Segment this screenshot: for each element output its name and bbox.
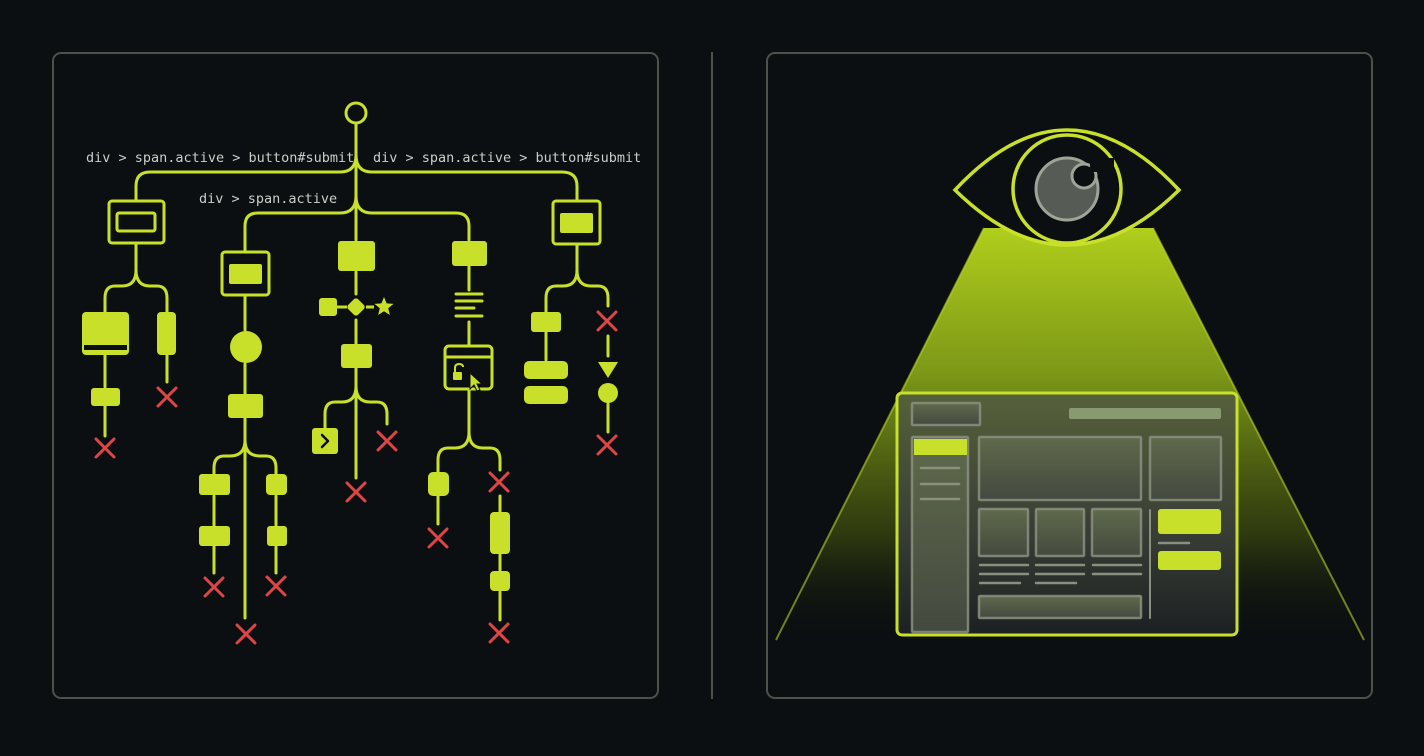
fail-x-icon bbox=[345, 481, 367, 503]
eye-icon bbox=[952, 128, 1182, 247]
selector-label: div > span.active bbox=[199, 191, 337, 207]
fail-x-icon bbox=[427, 527, 449, 549]
mock-tile bbox=[977, 507, 1030, 558]
fail-x-icon bbox=[265, 575, 287, 597]
mock-tile bbox=[1034, 507, 1086, 558]
rect-node-icon bbox=[228, 394, 263, 418]
fail-x-icon bbox=[376, 430, 398, 452]
selector-labels: div > span.active > button#submit div > … bbox=[82, 148, 641, 208]
right-panel-border bbox=[766, 52, 1373, 699]
mock-sidebar-active-item bbox=[914, 439, 967, 455]
mock-side-card bbox=[1148, 435, 1223, 502]
fail-x-icon bbox=[203, 576, 225, 598]
rect-node-icon bbox=[91, 388, 120, 406]
square-node-icon bbox=[319, 298, 337, 316]
text-lines-icon bbox=[454, 292, 484, 318]
mock-hero-card bbox=[977, 435, 1143, 502]
left-panel-border bbox=[52, 52, 659, 699]
mock-tile bbox=[1090, 507, 1143, 558]
mock-logo-box bbox=[910, 401, 982, 427]
mock-footer-bar bbox=[977, 594, 1143, 620]
mock-sidebar bbox=[910, 435, 970, 634]
triangle-node-icon bbox=[598, 362, 618, 378]
selector-label: div > span.active > button#submit bbox=[86, 150, 354, 166]
left-panel: div > span.active > button#submit div > … bbox=[52, 52, 659, 699]
fail-x-icon bbox=[156, 386, 178, 408]
mock-webpage bbox=[895, 391, 1239, 637]
locked-window-cursor-icon bbox=[443, 344, 494, 392]
pill-node-icon bbox=[157, 312, 176, 355]
circle-node-icon bbox=[230, 331, 262, 363]
fail-x-icon bbox=[596, 434, 618, 456]
fail-x-icon bbox=[235, 623, 257, 645]
circle-node-icon bbox=[598, 383, 618, 403]
chevron-button-icon bbox=[312, 428, 338, 454]
mock-search-bar bbox=[1069, 408, 1221, 419]
right-panel bbox=[766, 52, 1373, 699]
star-node-icon bbox=[374, 297, 394, 315]
tree-nodes bbox=[82, 199, 618, 591]
selector-tree bbox=[103, 101, 610, 622]
rect-node-icon bbox=[338, 241, 375, 271]
fail-x-icon bbox=[94, 437, 116, 459]
fail-x-icon bbox=[596, 310, 618, 332]
fail-x-icon bbox=[488, 622, 510, 644]
mock-primary-button bbox=[1158, 509, 1221, 534]
block-node-icon bbox=[82, 312, 129, 355]
mock-secondary-button bbox=[1158, 551, 1221, 570]
diamond-node-icon bbox=[347, 298, 365, 316]
rect-node-icon bbox=[452, 241, 487, 266]
selector-label: div > span.active > button#submit bbox=[373, 150, 641, 166]
fail-x-icon bbox=[488, 471, 510, 493]
root-node-icon bbox=[344, 101, 368, 125]
